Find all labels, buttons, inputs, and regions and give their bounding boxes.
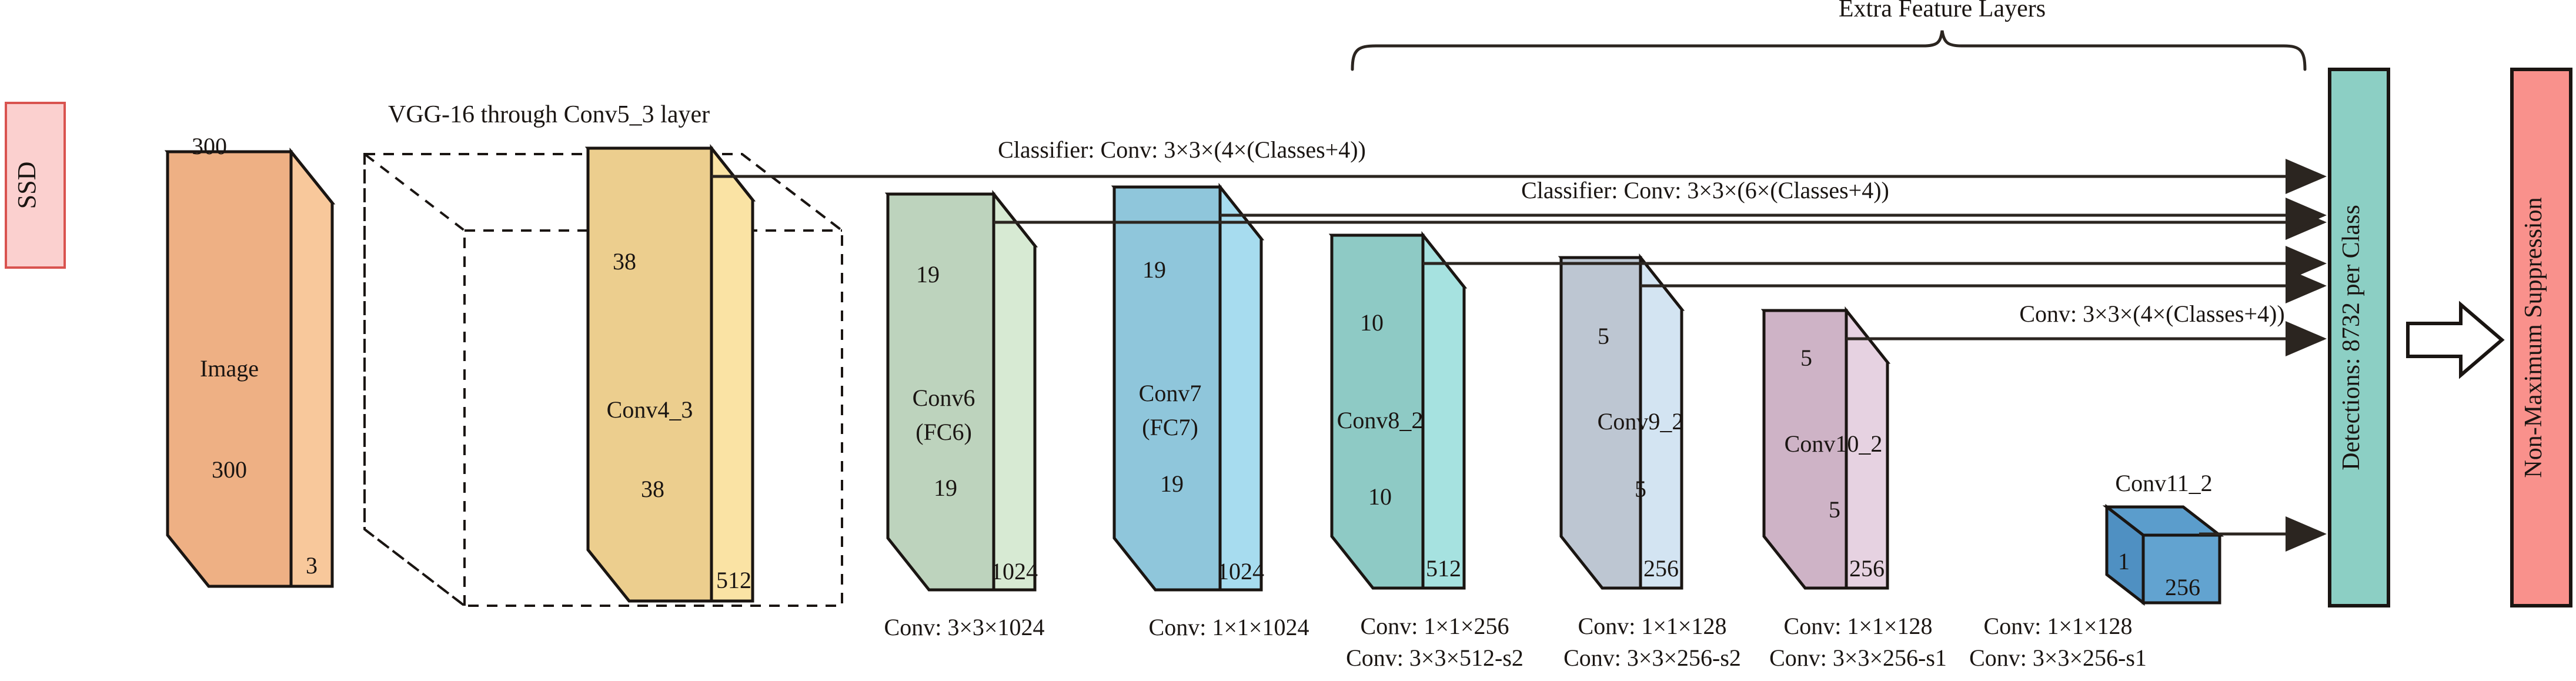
image-block: 300 Image 300 3 bbox=[164, 133, 336, 588]
conv-spec-conv8-2-line1: Conv: 1×1×256 bbox=[1361, 613, 1509, 639]
conv-spec-conv10-2-line2: Conv: 3×3×256-s1 bbox=[1769, 645, 1947, 671]
conv9-2-height-label: 5 bbox=[1598, 323, 1609, 349]
conv-spec-captions: Conv: 3×3×1024 Conv: 1×1×1024 Conv: 1×1×… bbox=[884, 613, 2147, 671]
conv9-2-width-label: 5 bbox=[1635, 476, 1646, 502]
conv8-2-height-label: 10 bbox=[1360, 309, 1384, 336]
ssd-label-box: SSD bbox=[5, 102, 66, 269]
conv6-name-label: Conv6 bbox=[913, 385, 975, 411]
conv10-2-height-label: 5 bbox=[1800, 345, 1812, 371]
detections-bar: Detections: 8732 per Class bbox=[2328, 68, 2390, 607]
conv7-width-label: 19 bbox=[1160, 470, 1184, 497]
conv-spec-conv11-2-line2: Conv: 3×3×256-s1 bbox=[1969, 645, 2147, 671]
conv4-3-height-label: 38 bbox=[613, 248, 636, 275]
conv6-block: 19 Conv6 (FC6) 19 1024 bbox=[884, 189, 1038, 592]
conv8-2-block: 10 Conv8_2 10 512 bbox=[1328, 231, 1468, 590]
nms-bar: Non-Maximum Suppression bbox=[2510, 68, 2572, 607]
detections-label: Detections: 8732 per Class bbox=[2338, 205, 2365, 470]
extra-feature-layers-label: Extra Feature Layers bbox=[1839, 0, 2046, 22]
ssd-label: SSD bbox=[12, 162, 41, 209]
conv7-name2-label: (FC7) bbox=[1142, 414, 1198, 440]
conv10-2-depth-label: 256 bbox=[1849, 555, 1885, 582]
conv10-2-name-label: Conv10_2 bbox=[1785, 430, 1883, 457]
classifier-label-conv11-2: Conv: 3×3×(4×(Classes+4)) bbox=[2019, 301, 2284, 327]
conv-spec-conv9-2-line1: Conv: 1×1×128 bbox=[1578, 613, 1727, 639]
conv4-3-depth-label: 512 bbox=[716, 567, 751, 593]
image-depth-label: 3 bbox=[306, 552, 318, 579]
conv8-2-depth-label: 512 bbox=[1426, 555, 1461, 582]
conv6-depth-label: 1024 bbox=[991, 558, 1038, 585]
conv-spec-conv9-2-line2: Conv: 3×3×256-s2 bbox=[1563, 645, 1741, 671]
conv8-2-name-label: Conv8_2 bbox=[1337, 407, 1424, 433]
classifier-label-conv7: Classifier: Conv: 3×3×(6×(Classes+4)) bbox=[1521, 177, 1889, 203]
conv10-2-width-label: 5 bbox=[1829, 496, 1840, 523]
classifier-label-conv4-3: Classifier: Conv: 3×3×(4×(Classes+4)) bbox=[998, 136, 1366, 163]
conv11-2-depth-label: 256 bbox=[2165, 574, 2200, 600]
conv-spec-conv10-2-line1: Conv: 1×1×128 bbox=[1784, 613, 1933, 639]
conv8-2-width-label: 10 bbox=[1368, 483, 1392, 510]
conv-spec-conv6-line1: Conv: 3×3×1024 bbox=[884, 614, 1045, 640]
conv6-name2-label: (FC6) bbox=[916, 419, 972, 445]
conv9-2-block: 5 Conv9_2 5 256 bbox=[1558, 253, 1685, 590]
conv4-3-width-label: 38 bbox=[641, 476, 664, 502]
conv11-2-block: Conv11_2 1 256 bbox=[2102, 470, 2224, 606]
conv7-name-label: Conv7 bbox=[1139, 380, 1202, 406]
conv11-2-height-label: 1 bbox=[2118, 548, 2130, 575]
conv9-2-name-label: Conv9_2 bbox=[1598, 408, 1684, 435]
conv7-block: 19 Conv7 (FC7) 19 1024 bbox=[1111, 182, 1265, 592]
conv7-depth-label: 1024 bbox=[1217, 558, 1264, 585]
conv9-2-depth-label: 256 bbox=[1643, 555, 1679, 582]
image-width-label: 300 bbox=[212, 456, 247, 483]
conv6-width-label: 19 bbox=[934, 475, 957, 501]
conv4-3-block: 38 Conv4_3 38 512 bbox=[584, 143, 756, 603]
conv6-height-label: 19 bbox=[916, 261, 940, 288]
vgg16-region-label: VGG-16 through Conv5_3 layer bbox=[388, 101, 710, 128]
flow-arrow-icon bbox=[2406, 301, 2505, 379]
image-height-label: 300 bbox=[192, 133, 227, 159]
conv7-height-label: 19 bbox=[1142, 256, 1166, 283]
nms-label: Non-Maximum Suppression bbox=[2520, 197, 2547, 478]
conv-spec-conv7-line1: Conv: 1×1×1024 bbox=[1149, 614, 1309, 640]
image-name-label: Image bbox=[200, 355, 259, 382]
classifier-arrows bbox=[711, 159, 2327, 552]
conv-spec-conv11-2-line1: Conv: 1×1×128 bbox=[1984, 613, 2133, 639]
conv-spec-conv8-2-line2: Conv: 3×3×512-s2 bbox=[1346, 645, 1523, 671]
conv10-2-block: 5 Conv10_2 5 256 bbox=[1760, 306, 1891, 590]
conv11-2-name-label: Conv11_2 bbox=[2115, 470, 2212, 496]
conv4-3-name-label: Conv4_3 bbox=[607, 396, 693, 423]
extra-feature-layers-brace bbox=[1351, 30, 2307, 71]
